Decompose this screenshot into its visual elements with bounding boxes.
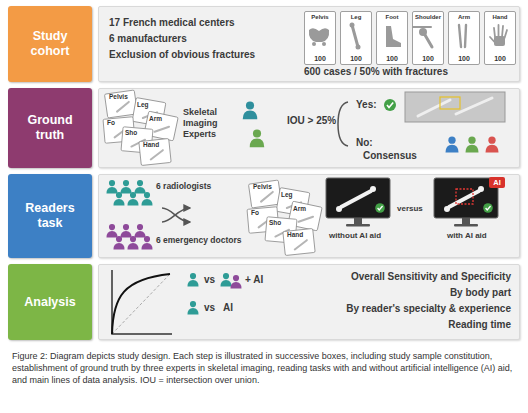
panel-text: without AI aid xyxy=(329,231,381,241)
panel-text: Yes: xyxy=(356,99,377,111)
card-text: 100 xyxy=(413,55,443,63)
card-label: Leg xyxy=(281,192,293,199)
card-label: Leg xyxy=(137,102,149,109)
panel-text: By reader's specialty & experience xyxy=(346,303,511,315)
card-text: Leg xyxy=(341,14,371,21)
card-text: 100 xyxy=(305,55,335,63)
ai-badge: AI xyxy=(489,177,505,188)
step-label-box: Readers task xyxy=(8,174,92,258)
panel-text: By body part xyxy=(450,287,511,299)
step-panel: 6 radiologists 6 emergency doctors without… xyxy=(98,174,520,258)
step-panel: 17 French medical centers 6 manufacturers… xyxy=(98,6,520,82)
step-title: Readers task xyxy=(19,201,81,231)
card-text: 100 xyxy=(377,55,407,63)
panel-text: 6 manufacturers xyxy=(109,33,187,45)
panel-text: + AI xyxy=(245,274,263,286)
card-label: Fo xyxy=(251,210,259,217)
step-label-box: Ground truth xyxy=(8,88,92,168)
step-panel: vs+ AIvsAIOverall Sensitivity and Specif… xyxy=(98,264,520,340)
panel-text: vs xyxy=(204,274,215,286)
card-text: Shoulder xyxy=(413,14,443,21)
card-text: Hand xyxy=(485,14,515,21)
panel-text: vs xyxy=(204,302,215,314)
step-title: Ground truth xyxy=(19,113,81,143)
card-label: Fo xyxy=(107,120,115,127)
card-text: 100 xyxy=(449,55,479,63)
panel-text: No: xyxy=(356,137,373,149)
card-text: Pelvis xyxy=(305,14,335,21)
panel-text: with AI aid xyxy=(447,231,487,241)
step-label-box: Study cohort xyxy=(8,6,92,82)
panel-text: 6 radiologists xyxy=(156,181,211,191)
body-part-card: Shoulder 100 xyxy=(412,11,444,65)
panel-text: AI xyxy=(223,302,233,314)
card-text: 100 xyxy=(485,55,515,63)
figure-caption: Figure 2: Diagram depicts study design. … xyxy=(12,350,518,386)
card-text: 100 xyxy=(341,55,371,63)
panel-text: IOU > 25% xyxy=(287,115,336,127)
card-label: Sho xyxy=(269,220,281,227)
body-part-card: Arm 100 xyxy=(448,11,480,65)
card-text: Arm xyxy=(449,14,479,21)
panel-text: Exclusion of obvious fractures xyxy=(109,49,255,61)
panel-text: Overall Sensitivity and Specificity xyxy=(351,271,511,283)
body-part-card: Leg 100 xyxy=(340,11,372,65)
panel-text: Skeletal Imaging Experts xyxy=(183,107,233,139)
panel-text: Reading time xyxy=(448,319,511,331)
panel-text: Consensus xyxy=(363,150,417,162)
step-title: Analysis xyxy=(19,295,81,310)
panel-text: 600 cases / 50% with fractures xyxy=(304,66,448,78)
card-label: Hand xyxy=(287,232,303,239)
card-label: Arm xyxy=(149,116,162,123)
card-label: Sho xyxy=(125,130,137,137)
panel-text: versus xyxy=(397,204,423,214)
body-part-card: Foot 100 xyxy=(376,11,408,65)
panel-text: 17 French medical centers xyxy=(109,17,235,29)
card-label: Pelvis xyxy=(253,184,272,191)
step-title: Study cohort xyxy=(19,29,81,59)
badge-text: AI xyxy=(493,179,501,187)
card-label: Pelvis xyxy=(109,94,128,101)
body-part-card: Pelvis 100 xyxy=(304,11,336,65)
card-label: Hand xyxy=(143,142,159,149)
step-label-box: Analysis xyxy=(8,264,92,340)
body-part-card: Hand 100 xyxy=(484,11,516,65)
card-text: Foot xyxy=(377,14,407,21)
step-panel: Skeletal Imaging Experts IOU > 25% Yes: No:… xyxy=(98,88,520,168)
panel-text: 6 emergency doctors xyxy=(156,235,242,245)
card-label: Arm xyxy=(293,206,306,213)
